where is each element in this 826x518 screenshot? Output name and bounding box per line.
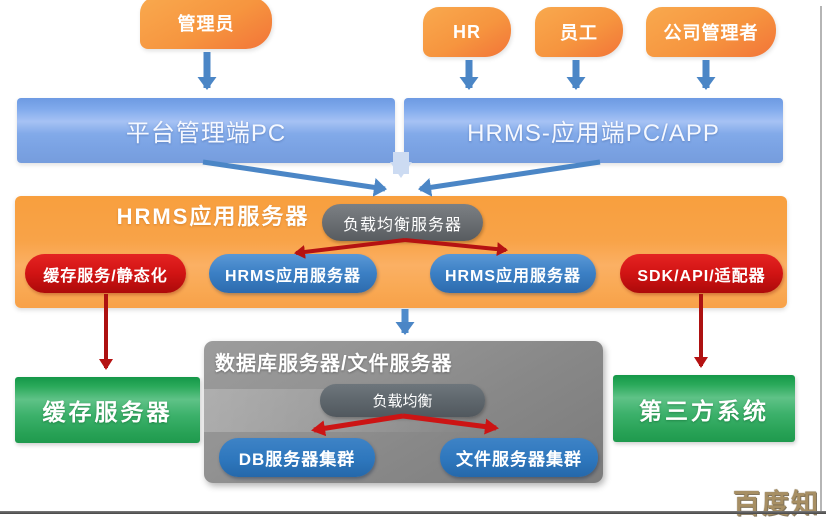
arrow-platform-pc-to-load-balancer bbox=[202, 159, 387, 197]
data-load-balancer-pill: 负载均衡 bbox=[320, 384, 485, 417]
cache-server-box: 缓存服务器 bbox=[15, 377, 200, 443]
arrow-app-pc-to-load-balancer bbox=[418, 159, 601, 197]
db-cluster-pill: DB服务器集群 bbox=[219, 438, 375, 477]
actor-hr: HR bbox=[423, 7, 511, 57]
app-pc-bar: HRMS-应用端PC/APP bbox=[404, 98, 783, 163]
data-tier-title: 数据库服务器/文件服务器 bbox=[215, 353, 453, 375]
app-server-2-pill: HRMS应用服务器 bbox=[430, 254, 596, 293]
actor-staff: 员工 bbox=[535, 7, 623, 57]
file-cluster-pill: 文件服务器集群 bbox=[440, 438, 598, 477]
platform-pc-bar: 平台管理端PC bbox=[17, 98, 395, 163]
app-tier-title: HRMS应用服务器 bbox=[116, 204, 310, 229]
actor-company-manager: 公司管理者 bbox=[646, 7, 776, 57]
actor-admin: 管理员 bbox=[140, 0, 272, 49]
sdk-adapter-pill: SDK/API/适配器 bbox=[620, 254, 783, 293]
frame-bottom-edge bbox=[0, 511, 826, 514]
app-load-balancer-pill: 负载均衡服务器 bbox=[322, 204, 483, 241]
cache-service-pill: 缓存服务/静态化 bbox=[25, 254, 186, 293]
app-server-1-pill: HRMS应用服务器 bbox=[209, 254, 377, 293]
third-party-box: 第三方系统 bbox=[613, 375, 795, 442]
frame-right-edge bbox=[820, 6, 822, 512]
